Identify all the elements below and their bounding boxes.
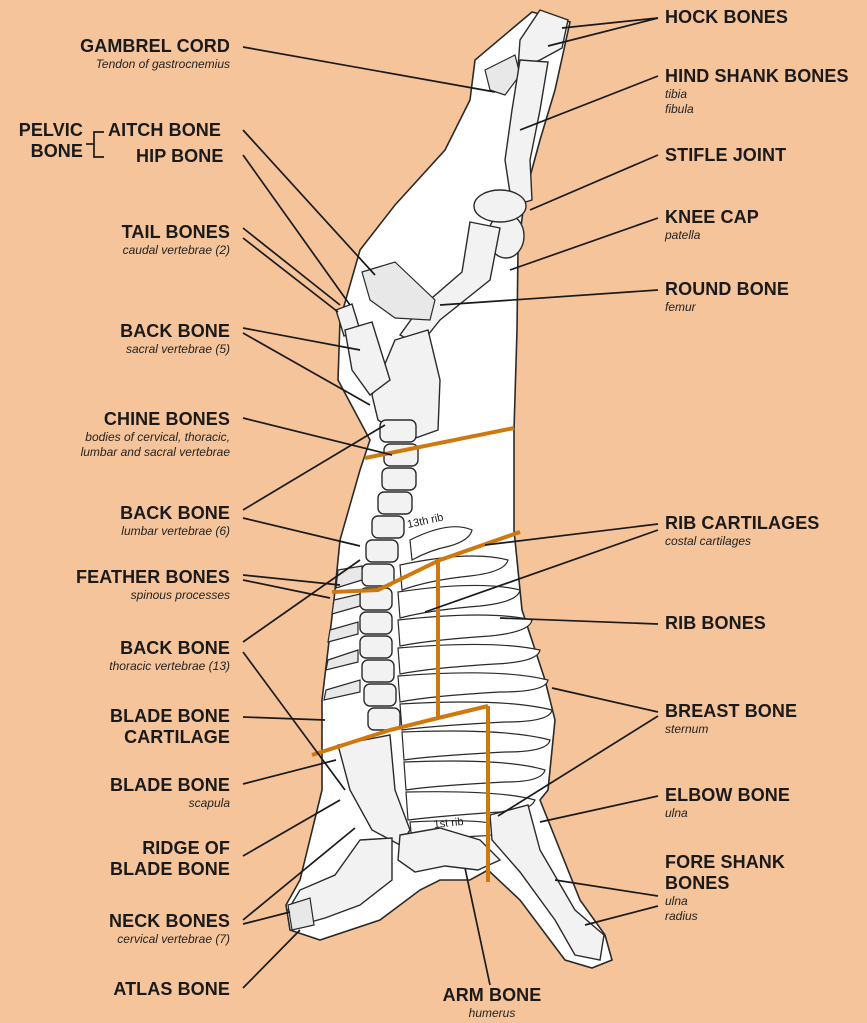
label-feather-bones: FEATHER BONES spinous processes [76, 567, 230, 603]
label-tail-bones: TAIL BONES caudal vertebrae (2) [122, 222, 230, 258]
rib-bones-title: RIB BONES [665, 613, 766, 634]
round-bone-sub: femur [665, 300, 789, 315]
pelvic-bone-line1: PELVIC [19, 120, 83, 141]
blade-bone-cartilage-line1: BLADE BONE [110, 706, 230, 727]
back-bone-thoracic-sub: thoracic vertebrae (13) [109, 659, 230, 674]
hip-bone-title: HIP BONE [136, 146, 224, 167]
elbow-bone-title: ELBOW BONE [665, 785, 790, 806]
stifle-joint-title: STIFLE JOINT [665, 145, 786, 166]
label-back-bone-sacral: BACK BONE sacral vertebrae (5) [120, 321, 230, 357]
label-pelvic-bone: PELVIC BONE [19, 120, 83, 162]
aitch-bone-title: AITCH BONE [108, 120, 221, 141]
label-hock-bones: HOCK BONES [665, 7, 788, 28]
back-bone-sacral-title: BACK BONE [120, 321, 230, 342]
label-hind-shank-bones: HIND SHANK BONES tibia fibula [665, 66, 849, 117]
rib-cartilages-sub: costal cartilages [665, 534, 819, 549]
ridge-of-blade-bone-line1: RIDGE OF [110, 838, 230, 859]
back-bone-lumbar-sub: lumbar vertebrae (6) [120, 524, 230, 539]
label-aitch-bone: AITCH BONE [108, 120, 221, 141]
label-blade-bone: BLADE BONE scapula [110, 775, 230, 811]
fore-shank-bones-sub1: ulna [665, 894, 785, 909]
back-bone-lumbar-title: BACK BONE [120, 503, 230, 524]
hind-shank-bones-title: HIND SHANK BONES [665, 66, 849, 87]
feather-bones-sub: spinous processes [76, 588, 230, 603]
label-ridge-of-blade-bone: RIDGE OF BLADE BONE [110, 838, 230, 880]
fore-shank-bones-sub2: radius [665, 909, 785, 924]
back-bone-thoracic-title: BACK BONE [109, 638, 230, 659]
chine-bones-sub2: lumbar and sacral vertebrae [81, 445, 230, 460]
chine-bones-title: CHINE BONES [81, 409, 230, 430]
chine-bones-sub1: bodies of cervical, thoracic, [81, 430, 230, 445]
label-knee-cap: KNEE CAP patella [665, 207, 759, 243]
round-bone-title: ROUND BONE [665, 279, 789, 300]
breast-bone-title: BREAST BONE [665, 701, 797, 722]
neck-bones-title: NECK BONES [109, 911, 230, 932]
knee-cap-title: KNEE CAP [665, 207, 759, 228]
label-back-bone-lumbar: BACK BONE lumbar vertebrae (6) [120, 503, 230, 539]
pelvic-bone-line2: BONE [19, 141, 83, 162]
label-round-bone: ROUND BONE femur [665, 279, 789, 315]
label-fore-shank-bones: FORE SHANK BONES ulna radius [665, 852, 785, 924]
hind-shank-bones-sub1: tibia [665, 87, 849, 102]
blade-bone-cartilage-line2: CARTILAGE [110, 727, 230, 748]
label-rib-bones: RIB BONES [665, 613, 766, 634]
ridge-of-blade-bone-line2: BLADE BONE [110, 859, 230, 880]
atlas-bone-title: ATLAS BONE [113, 979, 230, 1000]
label-elbow-bone: ELBOW BONE ulna [665, 785, 790, 821]
arm-bone-title: ARM BONE [436, 985, 548, 1006]
fore-shank-bones-line2: BONES [665, 873, 785, 894]
fore-shank-bones-line1: FORE SHANK [665, 852, 785, 873]
elbow-bone-sub: ulna [665, 806, 790, 821]
gambrel-cord-sub: Tendon of gastrocnemius [80, 57, 230, 72]
neck-bones-sub: cervical vertebrae (7) [109, 932, 230, 947]
hind-shank-bones-sub2: fibula [665, 102, 849, 117]
arm-bone-sub: humerus [436, 1006, 548, 1021]
back-bone-sacral-sub: sacral vertebrae (5) [120, 342, 230, 357]
label-hip-bone: HIP BONE [136, 146, 224, 167]
breast-bone-sub: sternum [665, 722, 797, 737]
label-rib-cartilages: RIB CARTILAGES costal cartilages [665, 513, 819, 549]
label-arm-bone: ARM BONE humerus [436, 985, 548, 1021]
stifle-joint-shape [474, 190, 526, 222]
label-breast-bone: BREAST BONE sternum [665, 701, 797, 737]
tail-bones-sub: caudal vertebrae (2) [122, 243, 230, 258]
label-neck-bones: NECK BONES cervical vertebrae (7) [109, 911, 230, 947]
label-atlas-bone: ATLAS BONE [113, 979, 230, 1000]
gambrel-cord-title: GAMBREL CORD [80, 36, 230, 57]
blade-bone-sub: scapula [110, 796, 230, 811]
label-gambrel-cord: GAMBREL CORD Tendon of gastrocnemius [80, 36, 230, 72]
tail-bones-title: TAIL BONES [122, 222, 230, 243]
rib-cartilages-title: RIB CARTILAGES [665, 513, 819, 534]
label-back-bone-thoracic: BACK BONE thoracic vertebrae (13) [109, 638, 230, 674]
blade-bone-title: BLADE BONE [110, 775, 230, 796]
label-blade-bone-cartilage: BLADE BONE CARTILAGE [110, 706, 230, 748]
feather-bones-title: FEATHER BONES [76, 567, 230, 588]
label-chine-bones: CHINE BONES bodies of cervical, thoracic… [81, 409, 230, 460]
hock-bones-title: HOCK BONES [665, 7, 788, 28]
label-stifle-joint: STIFLE JOINT [665, 145, 786, 166]
knee-cap-sub: patella [665, 228, 759, 243]
